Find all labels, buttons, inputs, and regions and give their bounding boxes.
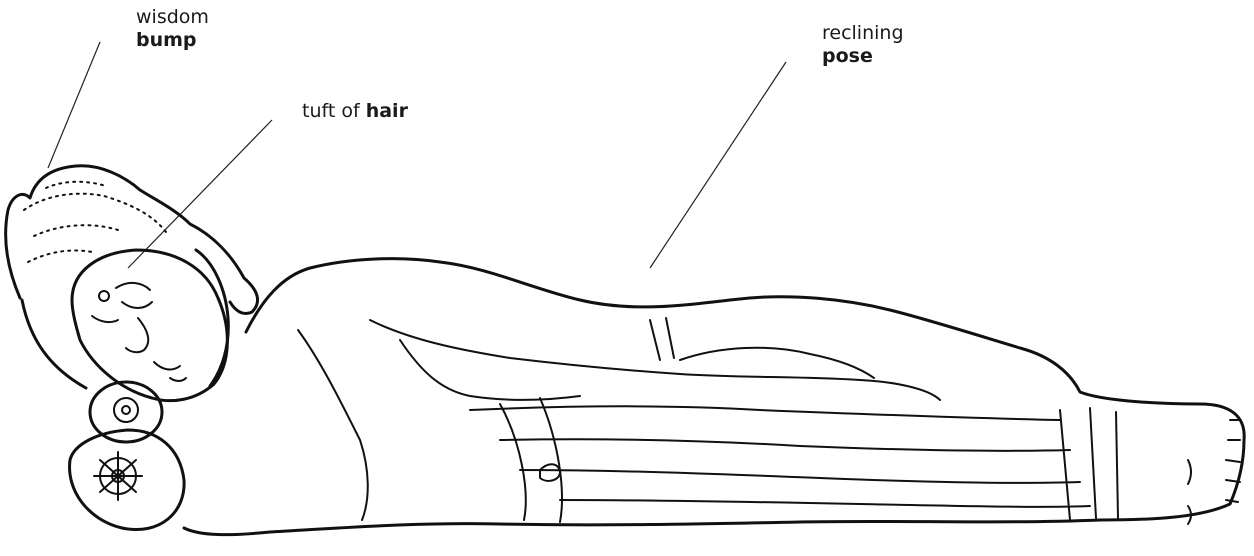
reclining-pose-label-bold: pose [822,45,873,67]
body [22,259,1244,535]
reclining-pose-label-line2: pose [822,45,904,68]
pillows [70,382,185,530]
wisdom-bump-leader-line [48,42,100,168]
tuft-of-hair-label-prefix: tuft of [302,100,366,122]
wisdom-bump-label-line2: bump [136,29,209,52]
head [6,166,258,401]
tuft-of-hair-label-bold: hair [366,100,408,122]
wisdom-bump-label-bold: bump [136,29,197,51]
wisdom-bump-label-line1: wisdom [136,6,209,29]
tuft-of-hair-label: tuft of hair [302,100,408,123]
hair-tuft-mark [99,291,109,301]
tuft-of-hair-leader-line [128,120,272,268]
reclining-pose-label: reclining pose [822,22,904,68]
wisdom-bump-label: wisdom bump [136,6,209,52]
reclining-pose-leader-line [650,62,786,268]
reclining-pose-label-line1: reclining [822,22,904,45]
